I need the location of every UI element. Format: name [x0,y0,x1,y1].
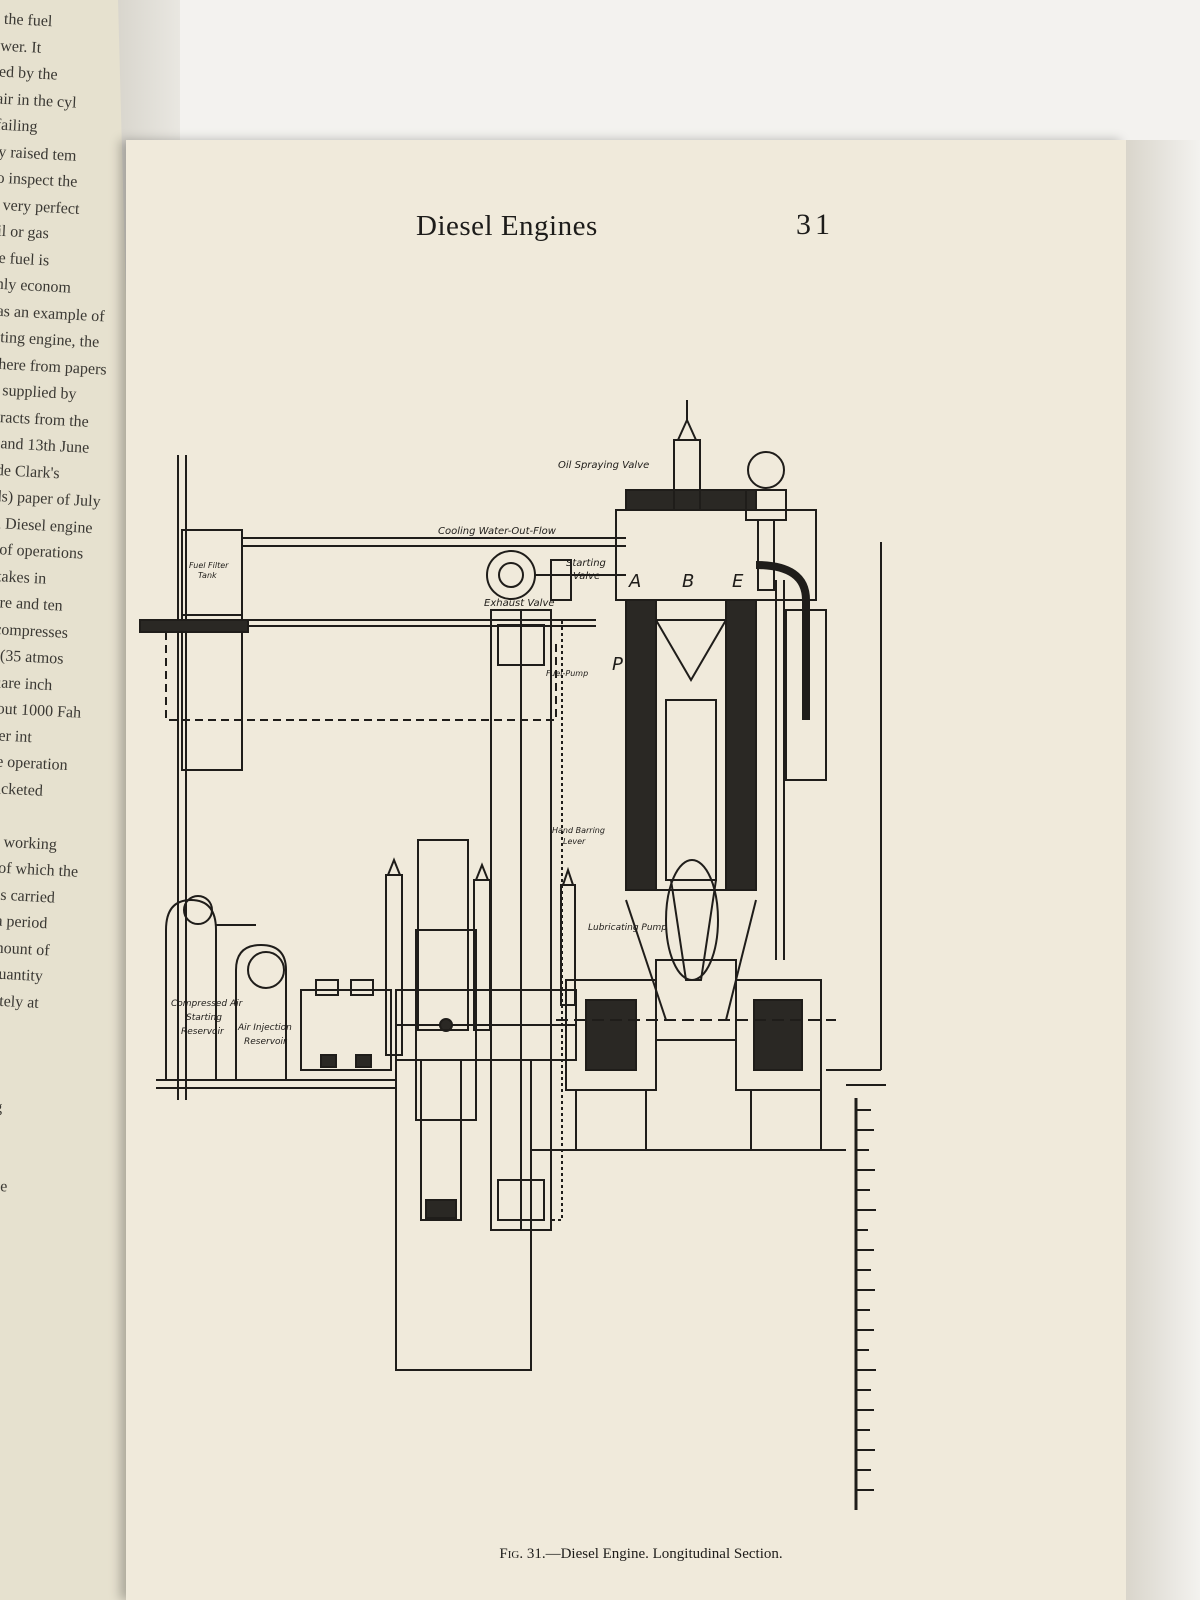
right-page: Diesel Engines 31 [126,140,1126,1600]
label-compressed-air-3: Reservoir [181,1027,225,1037]
label-fuel-filter-1: Fuel Filter [189,561,229,570]
label-air-injection-2: Reservoir [244,1037,288,1047]
label-hand-barring-1: Hand Barring [552,826,605,835]
label-hand-barring-2: Lever [563,837,586,846]
label-letter-a: A [628,571,641,592]
label-exhaust-valve: Exhaust Valve [484,598,555,609]
label-letter-e: E [732,571,744,592]
label-letter-b: B [682,571,694,592]
label-air-injection-1: Air Injection [237,1023,292,1033]
running-head: Diesel Engines [416,210,598,242]
caption-text: —Diesel Engine. Longitudinal Section. [545,1546,783,1562]
label-starting-valve-2: Valve [573,571,600,582]
page-number: 31 [796,208,834,241]
label-starting-valve-1: Starting [566,558,606,569]
caption-figure-number: Fig. 31. [499,1546,546,1562]
label-compressed-air-1: Compressed Air [171,999,244,1009]
label-lubricating-pump: Lubricating Pump [588,923,667,933]
label-compressed-air-2: Starting [186,1013,222,1023]
label-oil-spraying-valve: Oil Spraying Valve [558,460,649,471]
label-cooling-water: Cooling Water-Out-Flow [438,526,557,537]
label-fuel-filter-2: Tank [198,571,217,580]
page-edge-shadow [1126,140,1200,1600]
engine-figure: Oil Spraying Valve Cooling Water-Out-Flo… [126,280,1126,1562]
label-letter-p: P [612,654,623,675]
label-fuel-pump: Fuel-Pump [546,669,588,678]
figure-caption: Fig. 31.—Diesel Engine. Longitudinal Sec… [126,1546,1126,1563]
engine-drawing: Oil Spraying Valve Cooling Water-Out-Flo… [139,400,886,1510]
